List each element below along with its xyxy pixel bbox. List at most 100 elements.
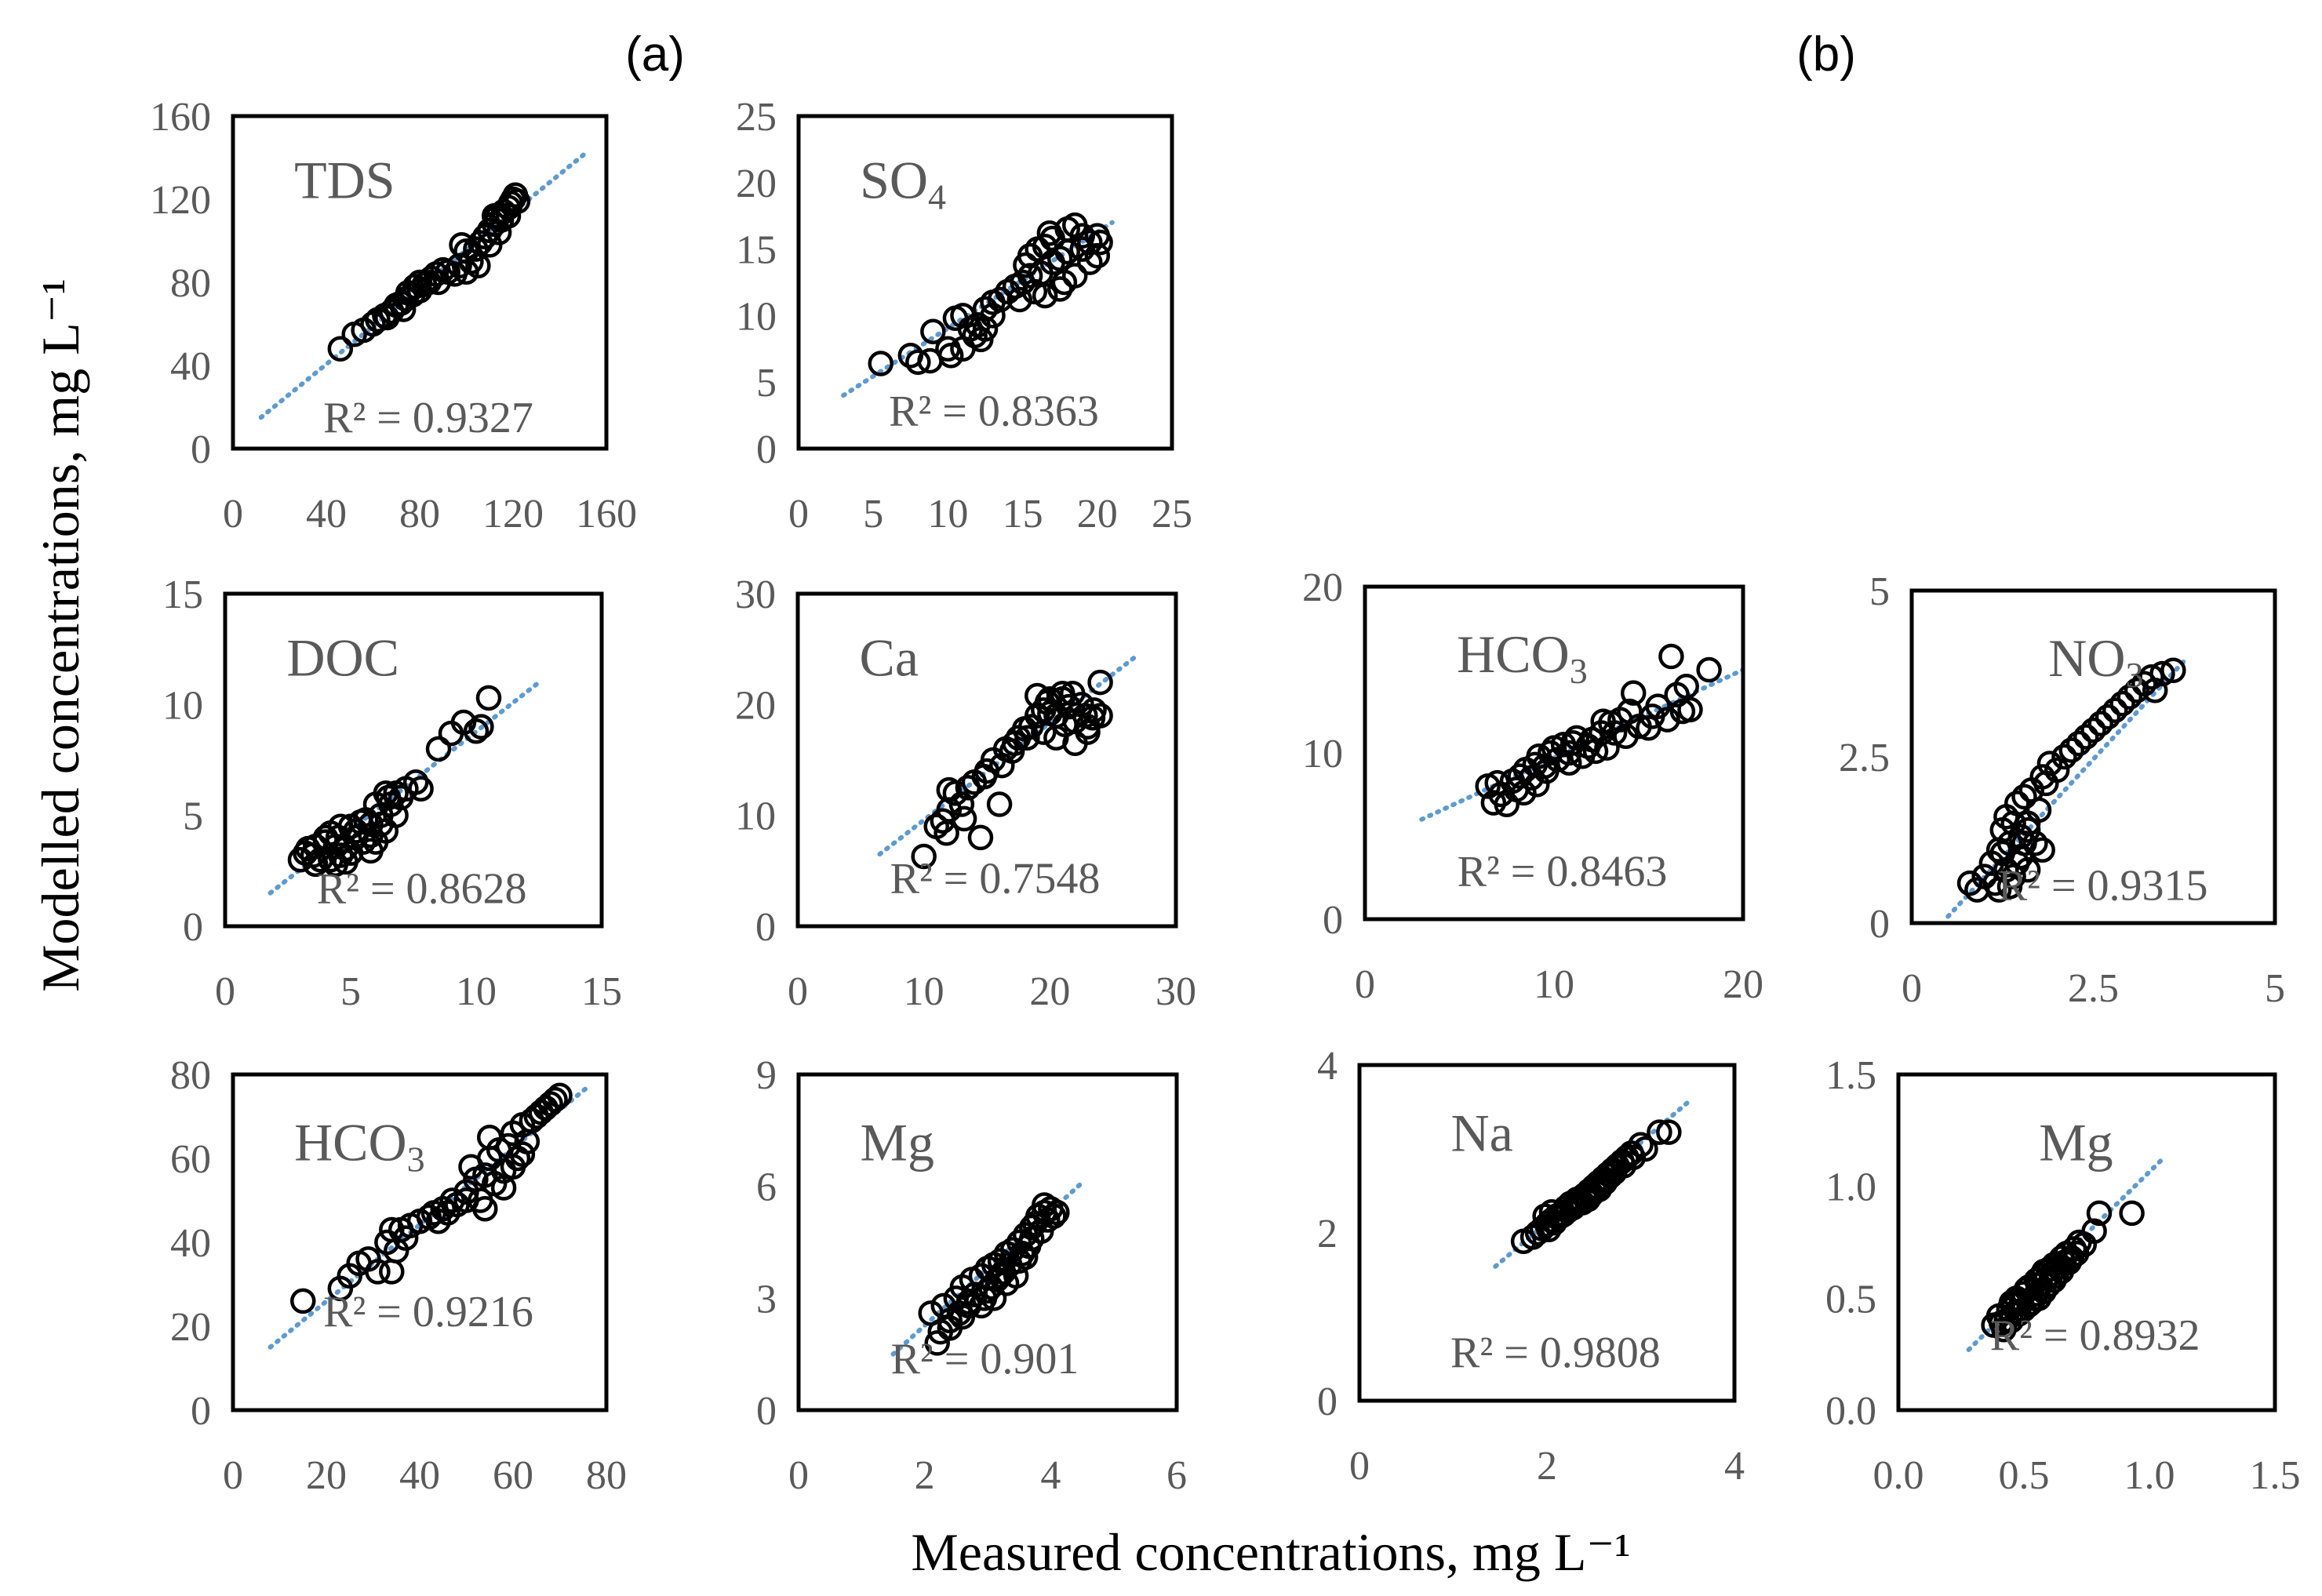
data-point xyxy=(2011,783,2037,810)
data-point xyxy=(1044,1199,1070,1226)
data-point xyxy=(425,269,452,296)
data-point xyxy=(2116,684,2143,710)
data-point xyxy=(439,1187,465,1213)
y-tick-label: 40 xyxy=(170,344,211,389)
data-point xyxy=(1556,750,1582,776)
chart-title: SO4 xyxy=(860,151,946,217)
marks-so4-1 xyxy=(841,212,1115,398)
panel-label-b: (b) xyxy=(1796,27,1856,82)
data-point xyxy=(1586,1176,1613,1202)
y-tick-label: 60 xyxy=(170,1137,211,1182)
x-tick-label: 25 xyxy=(1152,492,1192,536)
y-tick-label: 5 xyxy=(183,794,203,839)
data-point xyxy=(1079,705,1106,731)
y-tick-label: 6 xyxy=(756,1165,777,1210)
x-tick-label: 0 xyxy=(1902,966,1922,1011)
x-tick-label: 0 xyxy=(215,969,235,1014)
y-tick-label: 15 xyxy=(736,228,777,273)
y-tick-label: 20 xyxy=(1302,565,1343,610)
data-point xyxy=(1034,689,1061,715)
data-point xyxy=(927,1318,953,1345)
data-point xyxy=(542,1086,568,1113)
y-tick-label: 3 xyxy=(756,1277,777,1322)
data-point xyxy=(1524,772,1550,798)
y-tick-label: 10 xyxy=(1302,732,1343,776)
chart-title: Mg xyxy=(861,1113,934,1172)
chart-title: HCO3 xyxy=(1457,624,1588,691)
data-point xyxy=(1036,220,1063,246)
x-tick-label: 10 xyxy=(927,492,968,536)
plot-frame xyxy=(1896,1072,2277,1412)
data-point xyxy=(2058,737,2084,763)
data-point xyxy=(1594,735,1620,761)
r-squared-label: R² = 0.8628 xyxy=(317,864,527,913)
r-squared-label: R² = 0.8463 xyxy=(1458,848,1668,896)
data-point xyxy=(2149,660,2175,687)
data-point xyxy=(1077,249,1103,275)
data-point xyxy=(1087,669,1113,696)
data-point xyxy=(475,685,502,711)
data-point xyxy=(980,303,1006,329)
data-point xyxy=(312,824,339,851)
data-point xyxy=(1006,286,1033,313)
plot-frame xyxy=(1363,584,1745,922)
data-point xyxy=(1060,680,1086,707)
y-tick-label: 0 xyxy=(1323,898,1343,943)
data-point xyxy=(920,318,946,345)
y-tick-label: 0.5 xyxy=(1825,1277,1876,1322)
x-tick-label: 15 xyxy=(581,969,622,1014)
x-tick-label: 15 xyxy=(1003,492,1043,536)
data-point xyxy=(2022,830,2048,856)
data-point xyxy=(967,824,994,851)
data-point xyxy=(936,776,963,803)
r-squared-label: R² = 0.8932 xyxy=(1990,1311,2200,1360)
data-point xyxy=(1051,269,1078,296)
chart-title-main: NO xyxy=(2048,628,2125,688)
data-point xyxy=(1696,656,1722,683)
chart-title: Ca xyxy=(860,628,919,688)
data-point xyxy=(1087,229,1113,256)
marks-hco3-4 xyxy=(1419,643,1743,822)
data-point xyxy=(2160,657,2186,684)
marks-tds-0 xyxy=(258,149,591,420)
x-tick-label: 2 xyxy=(1537,1444,1557,1489)
data-point xyxy=(373,780,399,806)
x-tick-label: 0 xyxy=(223,492,243,536)
data-point xyxy=(974,1278,1001,1304)
data-point xyxy=(425,736,452,762)
y-tick-label: 4 xyxy=(1317,1044,1338,1089)
data-point xyxy=(468,714,494,740)
data-point xyxy=(481,202,508,229)
data-point xyxy=(379,1259,405,1285)
marks-ca-3 xyxy=(877,652,1141,870)
data-point xyxy=(486,220,512,245)
chart-title-subscript: 3 xyxy=(2125,655,2143,695)
chart-title: NO3 xyxy=(2048,628,2143,695)
x-tick-label: 0 xyxy=(788,1453,809,1498)
data-point xyxy=(1620,680,1647,706)
data-point xyxy=(2041,1267,2067,1293)
data-point xyxy=(1484,769,1510,796)
x-tick-label: 5 xyxy=(863,492,883,536)
data-point xyxy=(2065,730,2092,757)
data-point xyxy=(1012,1244,1039,1271)
x-tick-label: 160 xyxy=(576,492,637,536)
x-tick-label: 0.5 xyxy=(1999,1453,2050,1498)
data-point xyxy=(2073,724,2099,750)
data-point xyxy=(2086,1200,2113,1227)
y-tick-label: 0 xyxy=(1869,902,1890,947)
x-tick-label: 2 xyxy=(915,1453,935,1498)
y-tick-label: 10 xyxy=(736,294,777,339)
x-tick-label: 20 xyxy=(1723,962,1763,1007)
x-tick-label: 4 xyxy=(1724,1444,1745,1489)
plot-frame xyxy=(1357,1063,1737,1403)
x-tick-label: 5 xyxy=(340,969,361,1014)
r-squared-label: R² = 0.9808 xyxy=(1450,1329,1661,1377)
data-point xyxy=(2102,697,2128,723)
data-point xyxy=(368,811,394,838)
